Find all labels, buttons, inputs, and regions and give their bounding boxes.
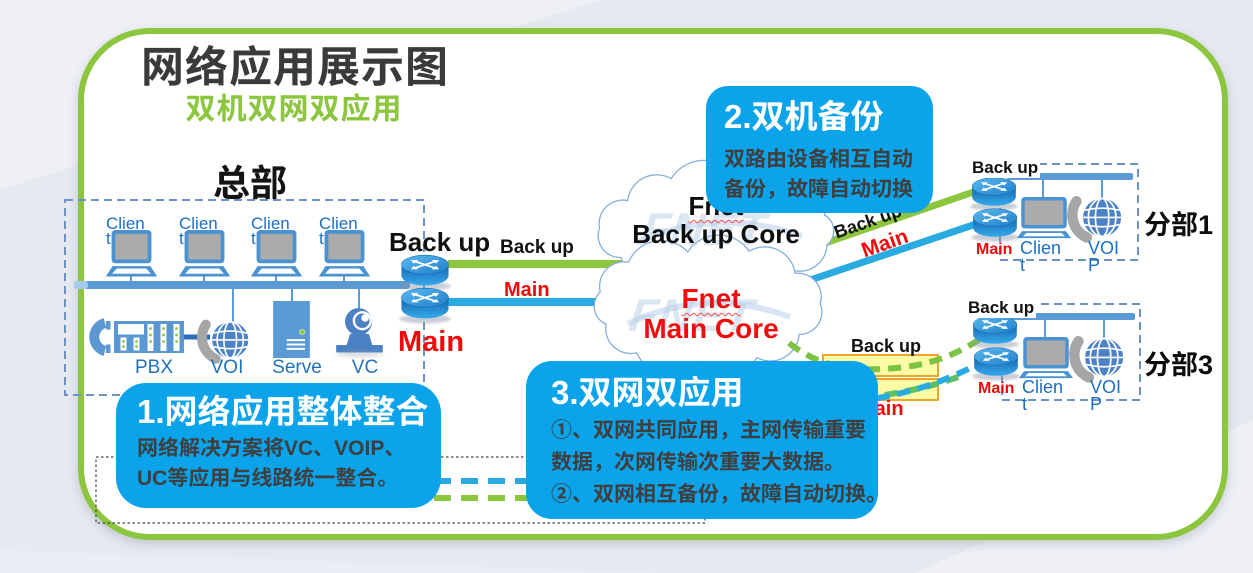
- branch3-client-label: Clien t: [1022, 377, 1064, 414]
- callout-3-title: 3.双网双应用: [551, 366, 744, 414]
- voip-icon: [202, 322, 248, 359]
- branch1-router-main: [971, 209, 1019, 242]
- callout-2: 2.双机备份 双路由设备相互自动 备份，故障自动切换: [706, 86, 933, 213]
- hq-client-label-3: Clien t: [251, 214, 290, 248]
- hq-backup-line-label: Back up: [500, 237, 574, 258]
- branch3-router-main-label: Main: [978, 380, 1015, 397]
- branch3-voip-label: VOI P: [1090, 377, 1122, 414]
- vc-label: VC: [351, 357, 379, 378]
- branch3-router-backup-label: Back up: [966, 298, 1037, 318]
- branch3-backup-line: [787, 329, 992, 373]
- vc-icon: [335, 308, 384, 356]
- branch3-backup-line-label: Back up: [851, 336, 922, 356]
- voip-label: VOI: [210, 357, 244, 378]
- branch1-router-backup: [970, 178, 1018, 211]
- fnet-swoosh-1: [634, 219, 803, 246]
- branch3-bus: [1009, 313, 1135, 320]
- server-icon: [272, 300, 311, 359]
- branch1-name: 分部1: [1144, 203, 1214, 242]
- hq-router-main-label: Main: [398, 326, 465, 358]
- fnet-swoosh-2: [626, 300, 792, 327]
- hq-router-backup: [399, 255, 451, 290]
- pbx-icon: [94, 321, 184, 353]
- hq-bus-cap: [74, 281, 88, 289]
- cloud-main-core-label: Main Core: [643, 313, 779, 344]
- branch3-voip-icon: [1074, 338, 1123, 377]
- hq-client-label-2: Clien t: [179, 214, 218, 248]
- branch3-client-laptop: [1018, 337, 1074, 379]
- server-label: Serve: [272, 357, 322, 378]
- hq-client-label-1: Clien t: [106, 214, 145, 248]
- callout-2-title: 2.双机备份: [724, 90, 884, 138]
- page-title: 网络应用展示图: [141, 33, 449, 95]
- cloud-main-name: Fnet: [681, 283, 741, 314]
- callout-1: 1.网络应用整体整合 网络解决方案将VC、VOIP、 UC等应用与线路统一整合。: [116, 383, 441, 508]
- callout-3-body: ①、双网共同应用，主网传输重要 数据，次网传输次重要大数据。 ②、双网相互备份，…: [551, 414, 887, 508]
- hq-client-label-4: Clien t: [319, 214, 358, 248]
- callout-1-title: 1.网络应用整体整合: [137, 385, 429, 433]
- callout-3: 3.双网双应用 ①、双网共同应用，主网传输重要 数据，次网传输次重要大数据。 ②…: [526, 361, 887, 519]
- branch3-name: 分部3: [1144, 343, 1214, 382]
- page-subtitle: 双机双网双应用: [185, 84, 403, 128]
- branch3-router-backup: [971, 316, 1019, 349]
- pbx-label: PBX: [134, 357, 174, 378]
- branch1-router-main-label: Main: [976, 241, 1013, 258]
- hq-title: 总部: [213, 153, 287, 207]
- hq-main-line-label: Main: [504, 279, 550, 301]
- branch1-voip-icon: [1072, 198, 1121, 237]
- background-wedge-bottomleft: [0, 550, 660, 573]
- hq-router-backup-label: Back up: [389, 227, 491, 257]
- hq-bus: [74, 281, 410, 289]
- cloud-backup-core-label: Back up Core: [632, 219, 800, 249]
- branch1-voip-label: VOI P: [1088, 238, 1120, 275]
- branch-connectors: [1042, 180, 1105, 340]
- branch3-router-main: [972, 348, 1020, 381]
- callout-2-body: 双路由设备相互自动 备份，故障自动切换: [724, 143, 913, 203]
- callout-1-body: 网络解决方案将VC、VOIP、 UC等应用与线路统一整合。: [137, 432, 406, 492]
- hq-router-main: [399, 288, 451, 323]
- branch1-router-backup-label: Back up: [970, 158, 1041, 178]
- branch1-client-label: Clien t: [1020, 238, 1062, 275]
- branch1-client-laptop: [1016, 197, 1072, 239]
